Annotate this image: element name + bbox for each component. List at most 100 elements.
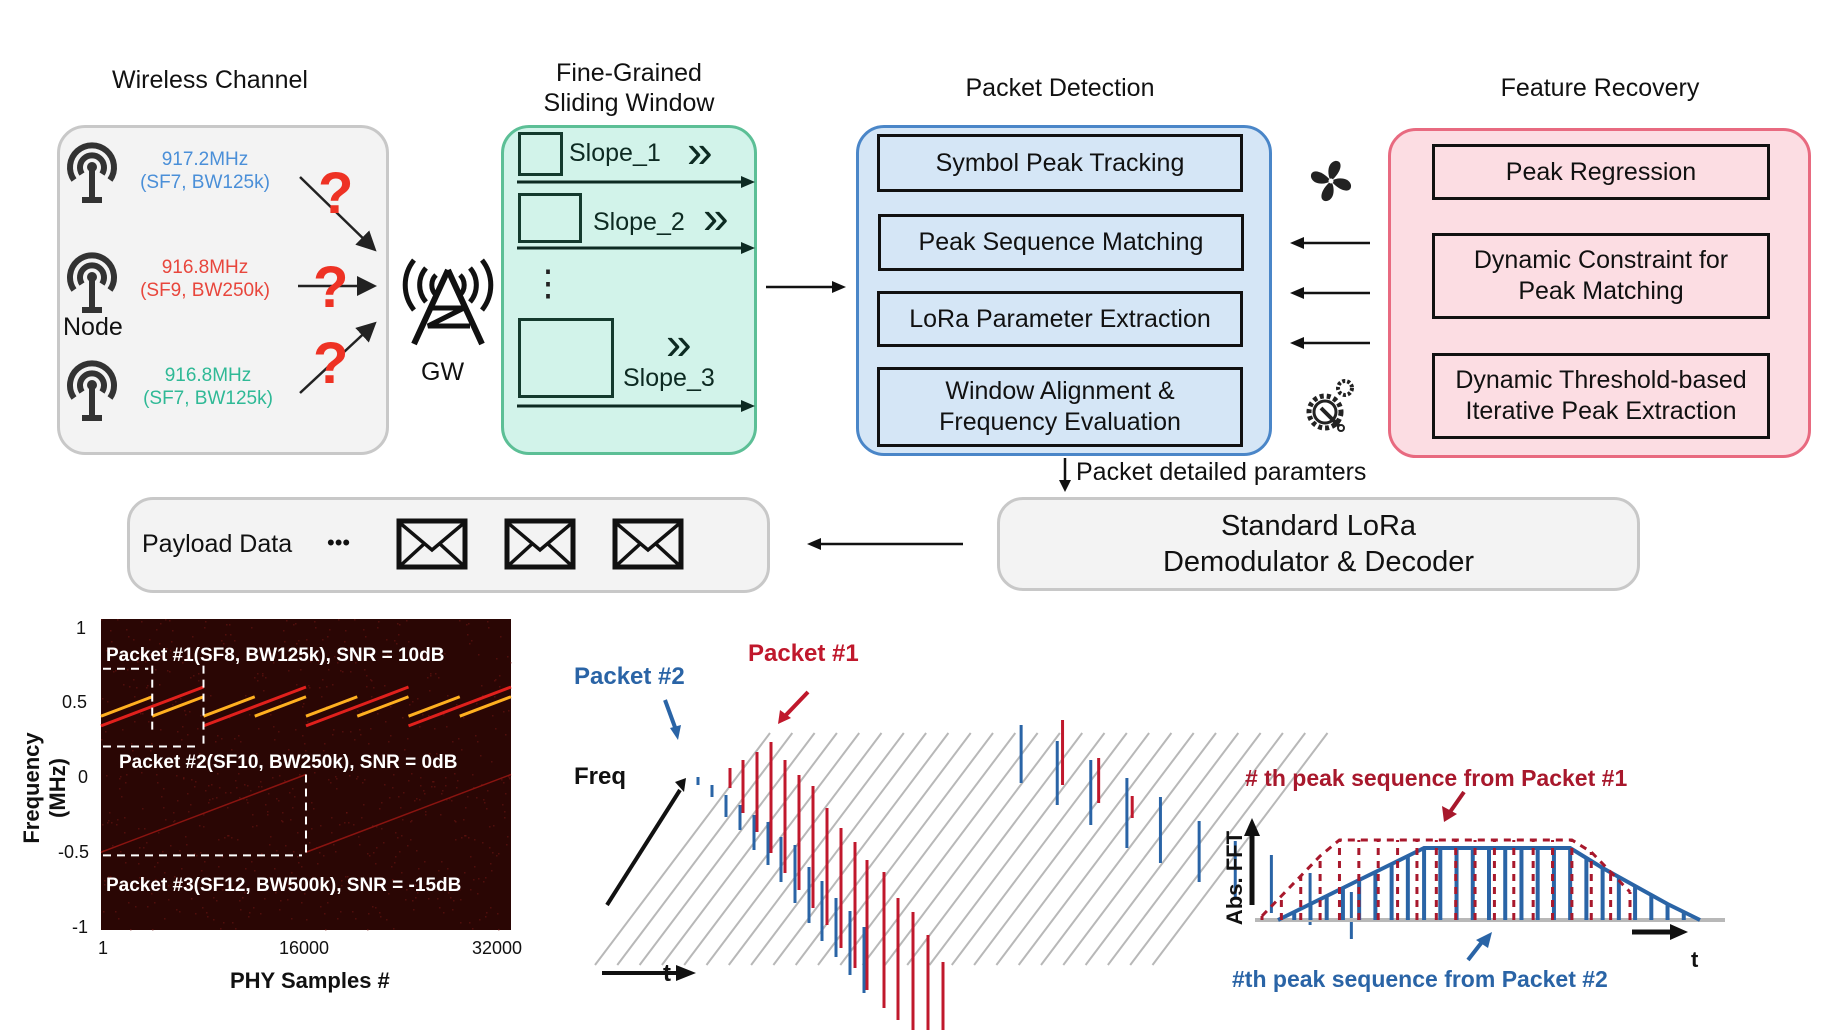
noise-speckle — [394, 862, 396, 864]
noise-speckle — [187, 734, 189, 736]
noise-speckle — [421, 653, 423, 655]
grid-diagonal — [750, 732, 927, 966]
noise-speckle — [165, 619, 167, 621]
noise-speckle — [206, 912, 208, 914]
noise-speckle — [157, 862, 159, 864]
noise-speckle — [372, 825, 374, 827]
noise-speckle — [369, 855, 371, 857]
noise-speckle — [456, 787, 458, 789]
noise-speckle — [178, 884, 180, 886]
noise-speckle — [328, 779, 330, 781]
noise-speckle — [231, 749, 233, 751]
noise-speckle — [221, 640, 223, 642]
noise-speckle — [220, 928, 222, 930]
chirp-packet2 — [305, 685, 410, 728]
noise-speckle — [502, 804, 504, 806]
noise-speckle — [498, 853, 500, 855]
noise-speckle — [121, 656, 123, 658]
ellipsis-vertical-icon: ⋮ — [530, 262, 566, 303]
fan-icon — [1310, 160, 1352, 202]
noise-speckle — [221, 738, 223, 740]
x-axis-label: PHY Samples # — [230, 968, 390, 993]
noise-speckle — [342, 671, 344, 673]
noise-speckle — [361, 817, 363, 819]
noise-speckle — [428, 715, 430, 717]
noise-speckle — [138, 828, 140, 830]
noise-speckle — [376, 847, 378, 849]
step-peak-regression: Peak Regression — [1432, 144, 1770, 200]
noise-speckle — [429, 753, 431, 755]
noise-speckle — [399, 851, 401, 853]
noise-speckle — [201, 761, 203, 763]
chirp-packet3 — [100, 773, 307, 853]
noise-speckle — [123, 684, 125, 686]
chirp-packet1 — [151, 695, 205, 718]
noise-speckle — [140, 713, 142, 715]
noise-speckle — [167, 670, 169, 672]
x-tick-label: 1 — [98, 938, 109, 958]
noise-speckle — [378, 621, 380, 623]
noise-speckle — [295, 623, 297, 625]
wireless-channel-title: Wireless Channel — [112, 66, 308, 94]
noise-speckle — [173, 821, 175, 823]
envelope-icon — [612, 518, 684, 570]
noise-speckle — [159, 643, 161, 645]
noise-speckle — [141, 772, 143, 774]
noise-speckle — [196, 658, 198, 660]
noise-speckle — [247, 802, 249, 804]
noise-speckle — [404, 749, 406, 751]
noise-speckle — [149, 639, 151, 641]
noise-speckle — [145, 661, 147, 663]
noise-speckle — [370, 679, 372, 681]
noise-speckle — [234, 738, 236, 740]
noise-speckle — [162, 851, 164, 853]
noise-speckle — [261, 853, 263, 855]
noise-speckle — [327, 902, 329, 904]
feedback-arrows — [1290, 237, 1370, 349]
noise-speckle — [200, 715, 202, 717]
noise-speckle — [205, 790, 207, 792]
packet-1-sequence-label: # th peak sequence from Packet #1 — [1245, 765, 1628, 791]
noise-speckle — [324, 913, 326, 915]
noise-speckle — [471, 640, 473, 642]
noise-speckle — [116, 824, 118, 826]
noise-speckle — [492, 715, 494, 717]
noise-speckle — [467, 796, 469, 798]
noise-speckle — [459, 620, 461, 622]
noise-speckle — [371, 696, 373, 698]
noise-speckle — [386, 919, 388, 921]
noise-speckle — [402, 819, 404, 821]
noise-speckle — [137, 661, 139, 663]
noise-speckle — [336, 778, 338, 780]
step-lora-parameter-extraction: LoRa Parameter Extraction — [877, 291, 1243, 347]
noise-speckle — [227, 835, 229, 837]
noise-speckle — [449, 798, 451, 800]
noise-speckle — [152, 929, 154, 931]
noise-speckle — [346, 812, 348, 814]
noise-speckle — [174, 820, 176, 822]
noise-speckle — [126, 629, 128, 631]
noise-speckle — [464, 835, 466, 837]
flow-arrow-to-payload — [807, 538, 963, 550]
chirp-packet1 — [459, 695, 512, 718]
grid-diagonal — [794, 732, 972, 966]
gateway-label: GW — [421, 358, 465, 386]
noise-speckle — [390, 706, 392, 708]
noise-speckle — [375, 907, 377, 909]
noise-speckle — [112, 650, 114, 652]
noise-speckle — [504, 811, 506, 813]
noise-speckle — [310, 661, 312, 663]
noise-speckle — [160, 729, 162, 731]
noise-speckle — [435, 673, 437, 675]
noise-speckle — [258, 786, 260, 788]
noise-speckle — [448, 892, 450, 894]
noise-speckle — [107, 822, 109, 824]
noise-speckle — [177, 731, 179, 733]
payload-panel — [127, 497, 770, 593]
noise-speckle — [208, 802, 210, 804]
noise-speckle — [169, 671, 171, 673]
noise-speckle — [239, 797, 241, 799]
noise-speckle — [344, 641, 346, 643]
noise-speckle — [377, 627, 379, 629]
noise-speckle — [356, 778, 358, 780]
